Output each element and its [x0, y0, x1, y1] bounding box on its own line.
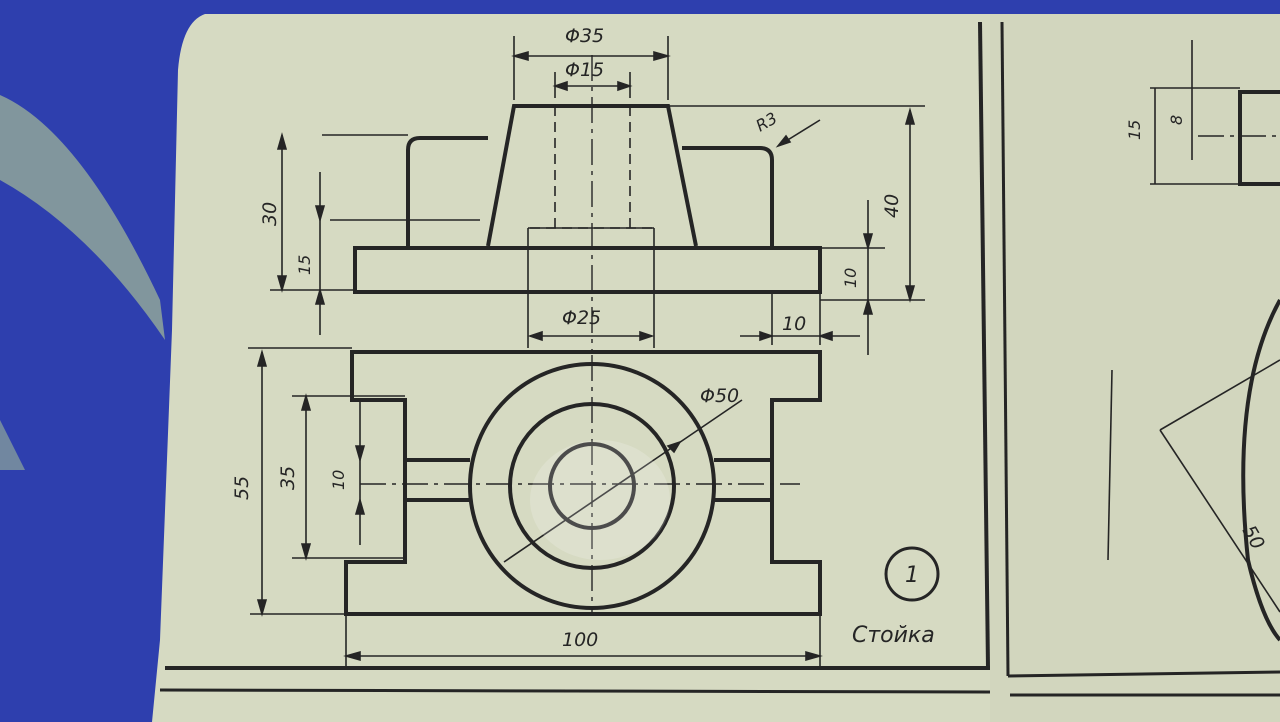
dim-v55: 55: [231, 476, 253, 500]
second-drawing-partial: [1107, 40, 1280, 642]
top-view: [248, 347, 822, 668]
dim-side15: 15: [1125, 120, 1144, 140]
sheet-number-circle: [884, 546, 940, 602]
dim-side8: 8: [1167, 115, 1186, 125]
dim-w10: 10: [782, 313, 806, 335]
front-view: [270, 36, 925, 350]
dim-h30: 30: [259, 202, 281, 226]
dim-h15: 15: [295, 255, 314, 275]
dim-v10: 10: [329, 470, 348, 490]
drawing-title: Стойка: [852, 623, 935, 648]
front-dimensions: [276, 50, 916, 355]
dim-v35: 35: [277, 466, 299, 490]
background-leaf-lower: [0, 420, 25, 470]
sheet-number: 1: [905, 563, 919, 588]
paper-shading: [990, 14, 1280, 722]
dim-w100: 100: [562, 629, 598, 651]
sheet-frame: [159, 21, 1280, 697]
dim-h40: 40: [881, 194, 903, 218]
background-leaf: [0, 95, 165, 340]
dim-d15: Φ15: [565, 59, 604, 81]
dim-d35: Φ35: [565, 25, 604, 47]
dim-d25: Φ25: [562, 307, 601, 329]
dim-d50: Φ50: [700, 385, 739, 407]
plastic-glare: [530, 440, 670, 560]
dim-h10: 10: [841, 268, 860, 288]
top-dimensions: [256, 349, 823, 662]
